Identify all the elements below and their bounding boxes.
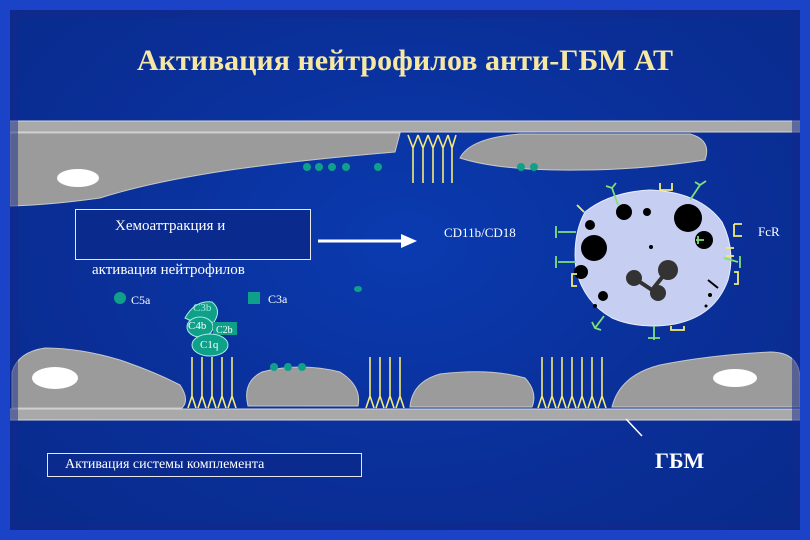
complement-label: Активация системы комплемента	[65, 457, 264, 473]
chemoattraction-label-line1: Хемоаттракция и	[115, 218, 225, 235]
chemoattraction-label-line2: активация нейтрофилов	[92, 262, 245, 279]
lower-left-nucleus	[32, 367, 78, 389]
upper-endothelial-cell-left	[10, 133, 400, 206]
c3a-label: C3a	[268, 292, 287, 307]
c4b-label: C4b	[188, 320, 206, 332]
c3b-label: C3b	[193, 302, 211, 314]
gbm-pointer	[626, 419, 642, 436]
c3a-square	[248, 292, 260, 304]
c5a-dot	[114, 292, 126, 304]
lower-endothelial-cell-2	[247, 367, 359, 406]
c5a-label: C5a	[131, 293, 150, 308]
upper-left-nucleus	[57, 169, 99, 187]
upper-endothelial-cell-right	[460, 134, 707, 170]
c1q-label: C1q	[200, 339, 218, 351]
slide-title: Активация нейтрофилов анти-ГБМ АТ	[0, 44, 810, 78]
neutrophil	[574, 190, 731, 326]
lower-endothelial-cell-3	[410, 372, 534, 407]
top-membrane	[5, 121, 805, 132]
c2b-label: C2b	[216, 325, 233, 336]
teal-dots	[270, 163, 538, 371]
lower-right-nucleus	[713, 369, 757, 387]
bottom-membrane	[5, 409, 805, 420]
lower-endothelial-cell-4	[612, 352, 800, 407]
cd11b-label: CD11b/CD18	[444, 225, 516, 241]
fcr-label: FcR	[758, 224, 780, 240]
gbm-label: ГБМ	[655, 448, 704, 474]
antibodies-top	[408, 135, 456, 183]
arrow	[318, 234, 417, 248]
